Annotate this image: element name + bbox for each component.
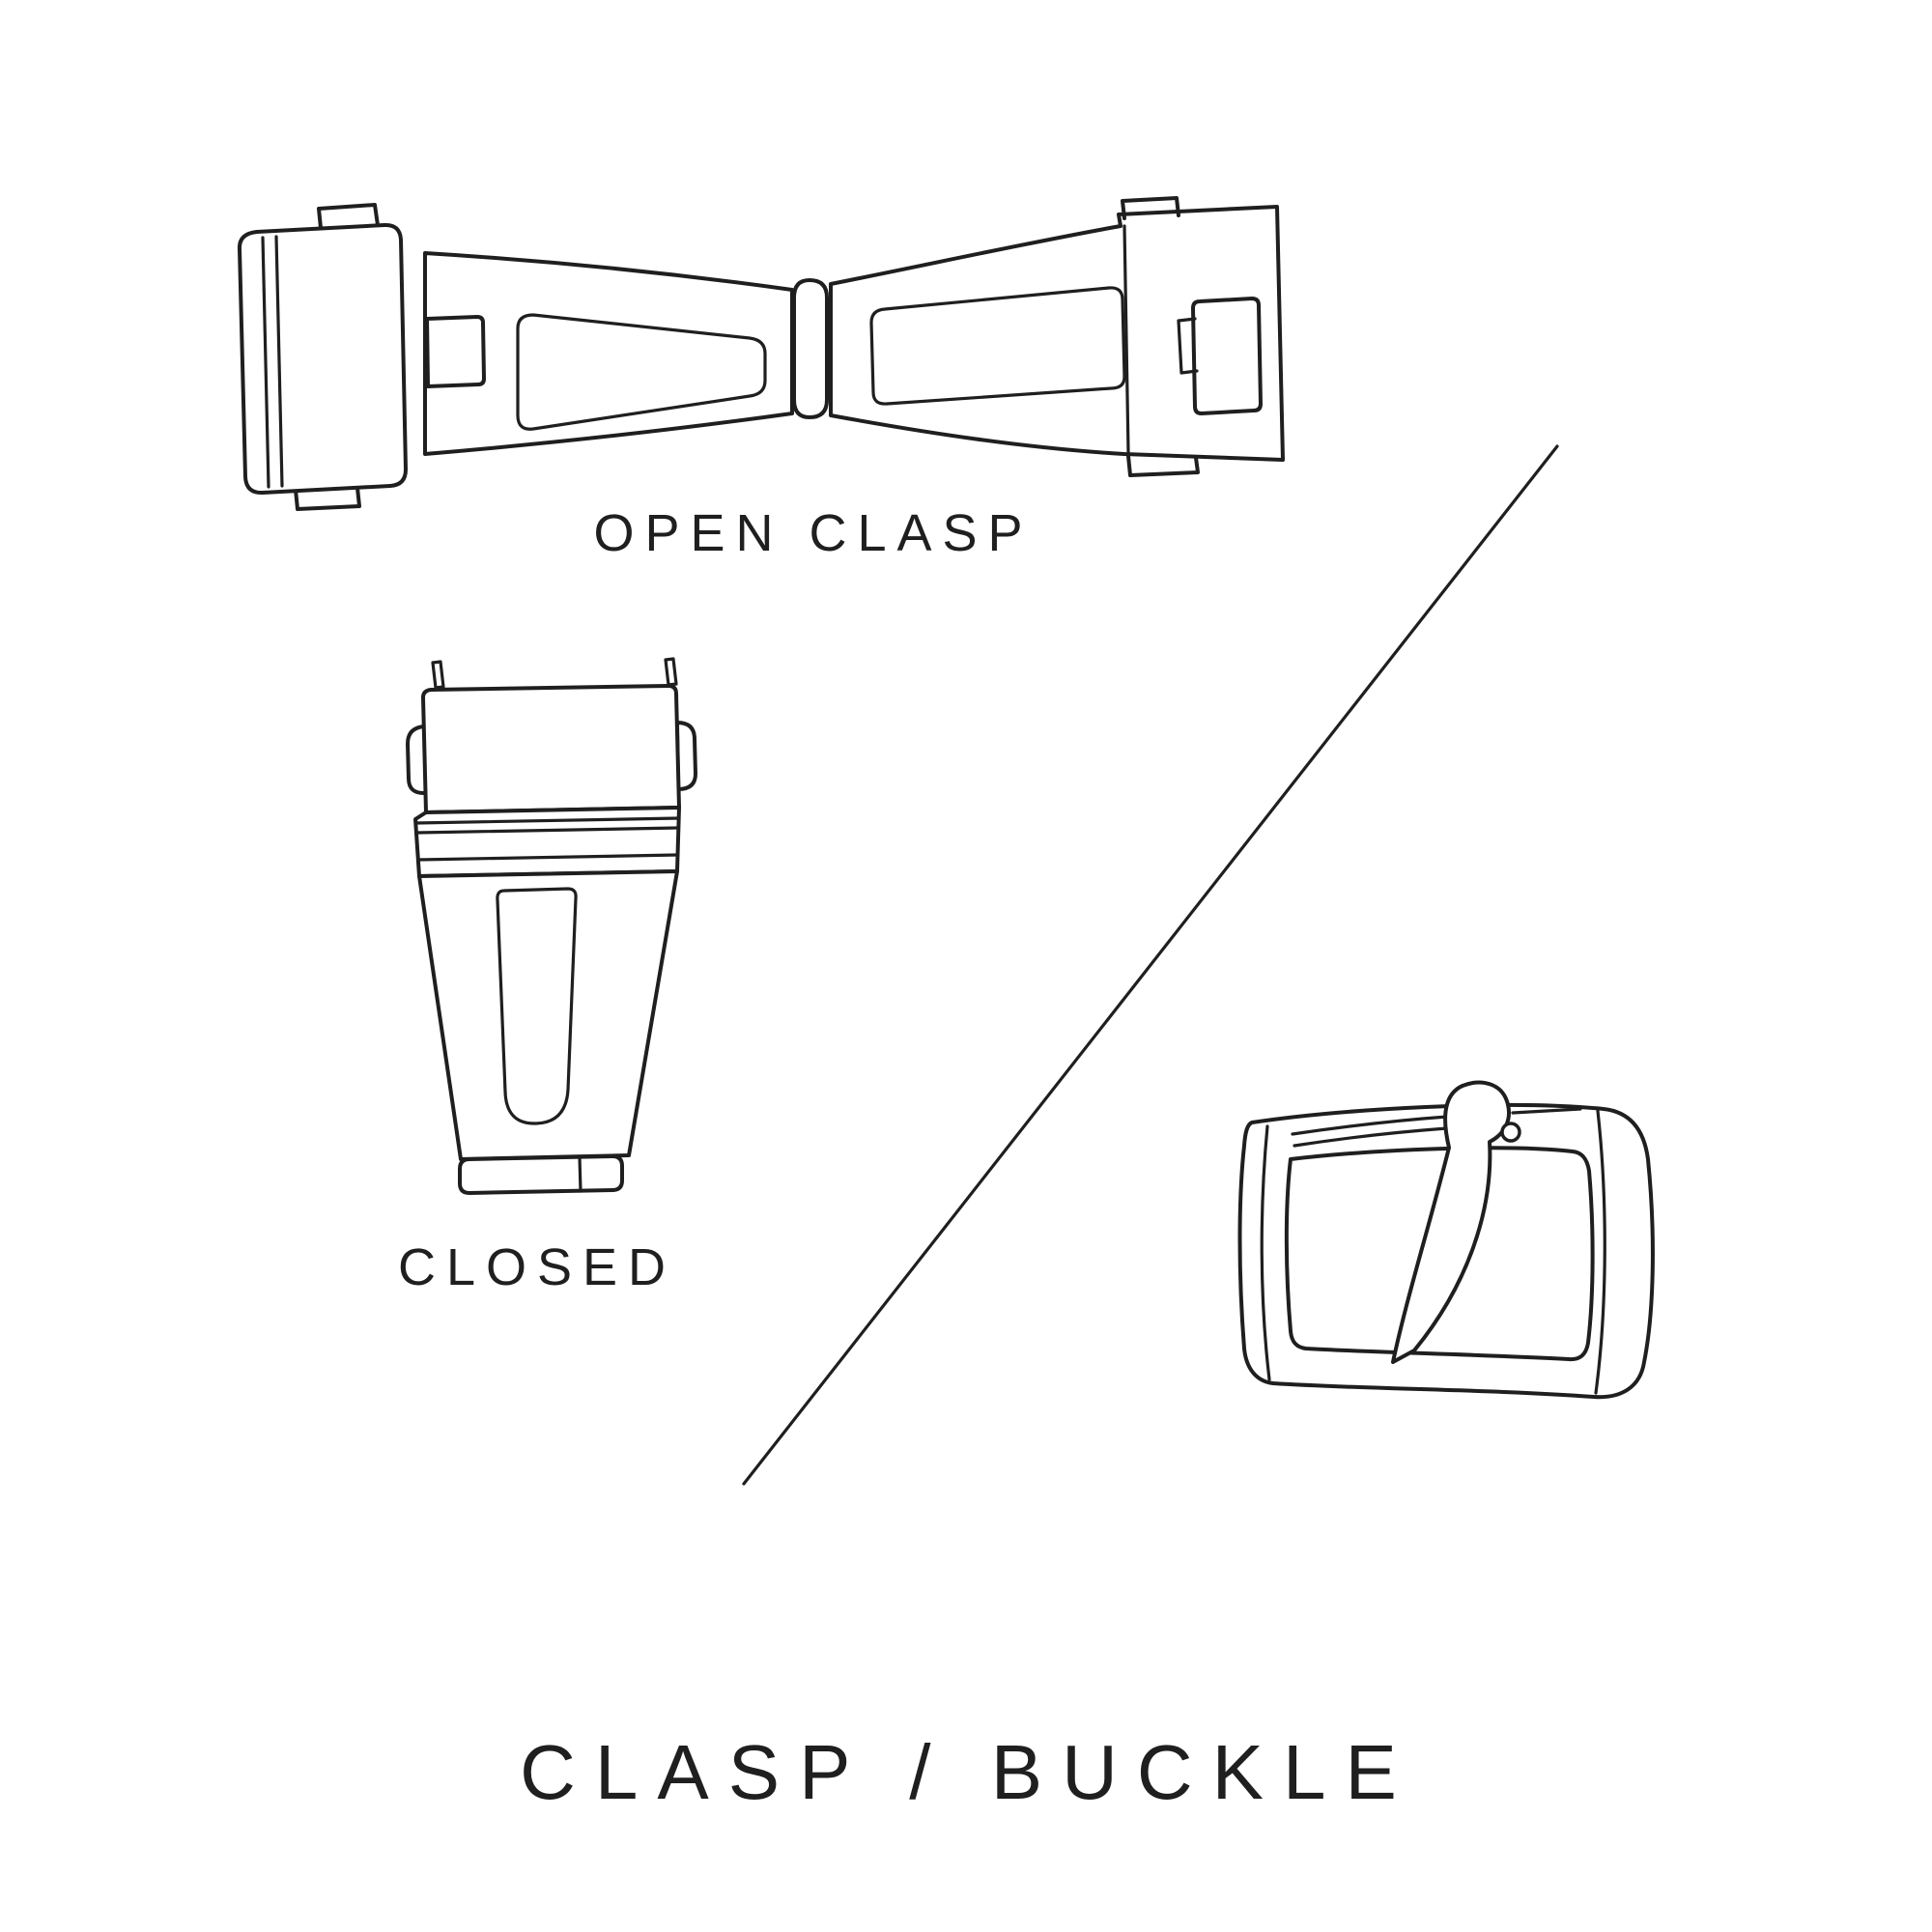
closed-clasp-illustration — [406, 657, 697, 1195]
closed-clasp-left-ear — [406, 724, 428, 796]
open-clasp-left-fold-line-1 — [261, 236, 270, 489]
open-clasp-label: OPEN CLASP — [593, 504, 1033, 562]
open-clasp-illustration — [237, 196, 1285, 511]
closed-clasp-right-prong — [664, 657, 678, 687]
closed-clasp-top-box — [421, 684, 681, 814]
buckle-left-bar-edge-line — [1260, 1124, 1271, 1381]
closed-clasp-left-prong — [431, 660, 445, 690]
open-clasp-left-fold-line-2 — [274, 235, 284, 488]
closed-clasp-foot — [458, 1154, 624, 1195]
closed-clasp-foot-line — [578, 1155, 582, 1193]
closed-clasp-band-line-1 — [414, 816, 680, 825]
open-clasp-left-bottom-tab — [294, 486, 361, 511]
buckle-pin-line-right — [1511, 1107, 1582, 1115]
closed-clasp-band-line-3 — [416, 853, 679, 862]
open-clasp-right-hook-mark — [1177, 317, 1199, 375]
open-clasp-right-arm-inner-outline — [869, 286, 1126, 406]
open-clasp-right-arm — [829, 205, 1285, 462]
open-clasp-right-junction-line — [1122, 224, 1130, 454]
open-clasp-left-top-tab — [317, 203, 380, 230]
open-clasp-right-end-cutout — [1191, 297, 1263, 415]
buckle-illustration — [1237, 1080, 1655, 1400]
buckle-prong — [1391, 1080, 1511, 1364]
buckle-right-bar-edge-line — [1594, 1109, 1606, 1395]
open-clasp-hinge — [792, 278, 829, 419]
open-clasp-right-bottom-tab — [1126, 454, 1200, 477]
buckle-pin-line-bottom — [1293, 1126, 1449, 1148]
closed-clasp-label: CLOSED — [398, 1238, 676, 1296]
diagonal-divider-line — [742, 444, 1559, 1486]
buckle-frame — [1237, 1102, 1655, 1400]
open-clasp-right-top-tab — [1121, 196, 1180, 220]
open-clasp-left-arm-inner-outline — [516, 313, 767, 431]
diagram-title: CLASP / BUCKLE — [520, 1729, 1416, 1815]
closed-clasp-body — [417, 869, 679, 1161]
closed-clasp-band-line-2 — [415, 826, 680, 835]
closed-clasp-inner-slot — [496, 887, 578, 1125]
buckle-prong-pivot-ring — [1500, 1122, 1521, 1143]
buckle-pin-line-top — [1291, 1115, 1449, 1136]
open-clasp-left-arm-notch — [425, 315, 486, 388]
closed-clasp-right-ear — [675, 721, 697, 791]
